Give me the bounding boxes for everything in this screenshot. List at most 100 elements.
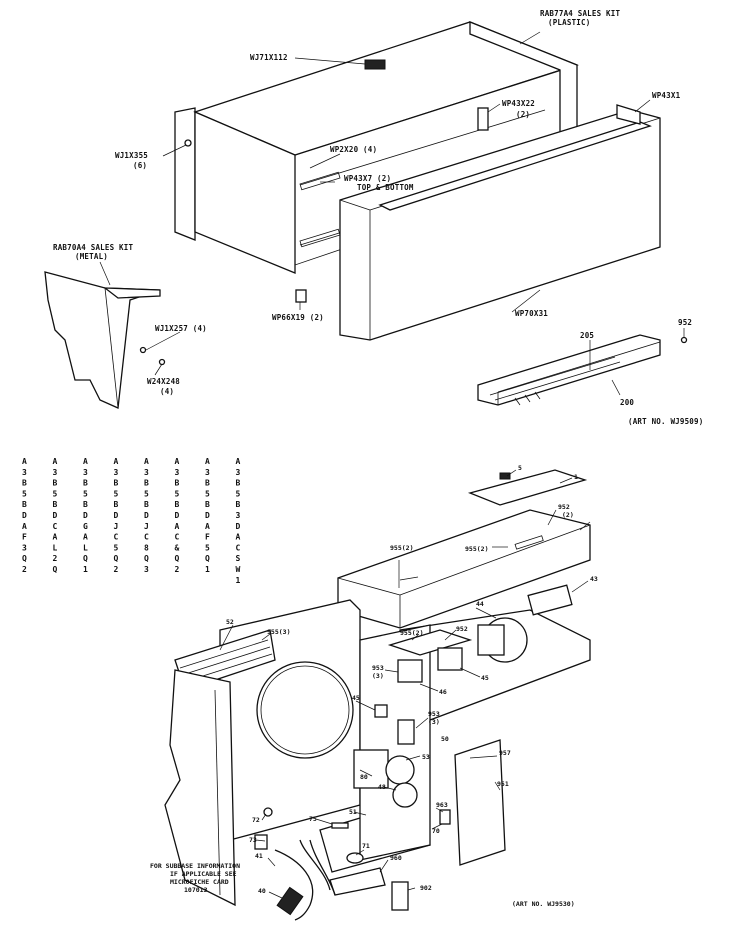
label-w24x248-qty: (4) [160,387,174,396]
model-code-char: 5 [236,489,241,498]
label-51: 51 [349,808,357,816]
label-71: 71 [362,842,370,850]
label-953: 953 [372,664,384,672]
label-200: 200 [620,398,634,407]
subbase-note-1: FOR SUBBASE INFORMATION [150,862,240,870]
model-code-char: 3 [175,468,180,477]
model-code-char: D [175,511,180,520]
model-code-char: B [53,479,58,488]
model-code-char: 2 [175,565,180,574]
label-wp66x19: WP66X19 (2) [272,313,324,322]
label-951: 951 [497,780,509,788]
model-code-char: B [175,479,180,488]
model-code-char: 3 [205,468,210,477]
model-code-char: & [175,543,180,552]
label-75: 75 [309,815,317,823]
label-53: 53 [422,753,430,761]
label-wp43x1: WP43X1 [652,91,681,100]
model-code-char: B [114,479,119,488]
model-code-char: F [22,533,27,542]
model-code-char: A [205,522,210,531]
label-45b: 45 [352,694,360,702]
model-code-char: B [144,500,149,509]
label-46: 46 [439,688,447,696]
subbase-note-4: 107013 [184,886,208,894]
model-code-char: 1 [205,565,210,574]
model-code-char: A [144,457,149,466]
model-code-char: 3 [144,468,149,477]
model-code-char: B [236,500,241,509]
model-code-char: A [236,457,241,466]
model-code-char: 3 [83,468,88,477]
model-code-char: 5 [114,543,119,552]
subbase-note-2: IF APPLICABLE SEE [170,870,237,878]
label-48: 48 [378,783,386,791]
model-code-char: J [114,522,119,531]
label-952-top-qty: (2) [562,511,574,519]
label-205: 205 [580,331,594,340]
model-code-char: D [53,511,58,520]
model-code-char: 3 [22,543,27,552]
label-wj1x355: WJ1X355 [115,151,148,160]
model-number-columns: A3B5BDAF3Q2A3B5BDCAL2QA3B5BDGALQ1A3B5BDJ… [22,457,241,585]
label-wp43x22-qty: (2) [516,110,530,119]
label-73: 73 [249,836,257,844]
model-code-char: 5 [83,489,88,498]
model-code-char: 5 [53,489,58,498]
model-code-char: A [114,457,119,466]
label-wp43x22: WP43X22 [502,99,535,108]
clip-icon [295,289,307,303]
model-code-char: 1 [83,565,88,574]
label-40: 40 [258,887,266,895]
label-1: 1 [574,473,578,481]
model-code-char: B [236,479,241,488]
model-code-char: W [236,565,241,574]
model-code-char: B [53,500,58,509]
front-panel [339,104,661,341]
top-leader-lines [99,31,685,396]
label-955-3: 955(3) [267,628,290,636]
label-41: 41 [255,852,263,860]
model-code-char: A [236,533,241,542]
metal-side-panel [44,271,166,409]
model-code-char: 5 [144,489,149,498]
model-code-char: Q [22,554,27,563]
model-code-char: A [22,522,27,531]
label-kit-plastic: RAB77A4 SALES KIT [540,9,620,18]
model-code-char: A [83,457,88,466]
model-code-char: Q [175,554,180,563]
model-code-char: A [22,457,27,466]
model-code-char: 5 [114,489,119,498]
model-code-char: A [53,533,58,542]
model-code-char: S [236,554,241,563]
model-code-char: 8 [144,543,149,552]
model-code-char: 3 [53,468,58,477]
model-code-char: C [175,533,180,542]
label-art-top: (ART NO. WJ9509) [628,417,703,426]
label-952: 952 [678,318,692,327]
model-code-char: B [175,500,180,509]
label-45: 45 [481,674,489,682]
model-code-char: 5 [175,489,180,498]
label-902: 902 [420,884,432,892]
model-code-char: 5 [22,489,27,498]
model-code-char: Q [114,554,119,563]
model-code-char: C [236,543,241,552]
label-952-mid: 955(2) [400,629,423,637]
model-code-char: 2 [53,554,58,563]
model-code-char: Q [205,554,210,563]
model-code-char: D [114,511,119,520]
model-code-char: B [83,500,88,509]
label-960: 960 [390,854,402,862]
model-code-char: B [205,479,210,488]
model-code-char: B [22,479,27,488]
label-952: 952 [456,625,468,633]
label-w24x248: W24X248 [147,377,180,386]
model-code-char: 3 [22,468,27,477]
model-code-char: 3 [236,468,241,477]
label-wp70x31: WP70X31 [515,309,548,318]
model-code-char: D [83,511,88,520]
bottom-leader-lines [219,469,591,899]
